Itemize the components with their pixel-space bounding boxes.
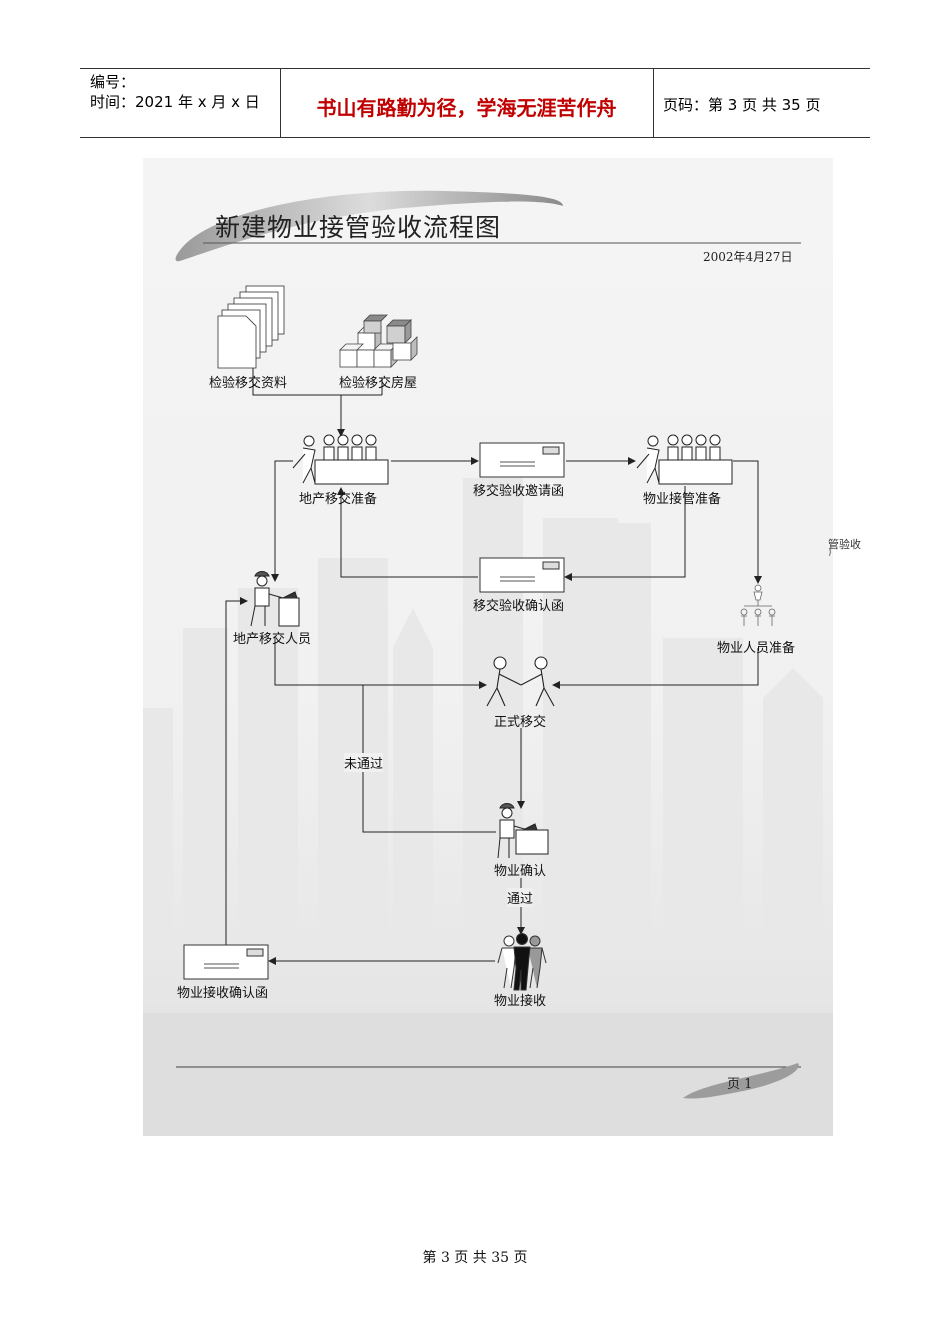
clipped-side-text-2: ) (828, 548, 832, 558)
node-label-property-confirm: 物业确认 (494, 864, 547, 879)
motto: 书山有路勤为径，学海无涯苦作舟 (316, 96, 617, 120)
documents-icon (217, 285, 285, 369)
node-label-formal-handover: 正式移交 (494, 715, 547, 730)
footer-swoosh (683, 1063, 799, 1099)
handshake-icon (486, 656, 555, 707)
page-footer: 第 3 页 共 35 页 (422, 1250, 528, 1266)
edge-propprep-to-confirmletter (564, 486, 686, 581)
node-label-invite-letter: 移交验收邀请函 (473, 484, 565, 499)
node-label-confirm-letter: 移交验收确认函 (473, 599, 565, 614)
time-label: 时间：2021 年 x 月 x 日 (90, 93, 260, 111)
serial-label: 编号： (90, 73, 136, 91)
page-header: 编号： 时间：2021 年 x 月 x 日 书山有路勤为径，学海无涯苦作舟 页码… (80, 68, 870, 138)
clipped-side-text: 管验收 (828, 538, 861, 551)
envelope-icon-confirm (479, 557, 565, 593)
skyline-background (143, 478, 823, 948)
figure-page-marker: 页 1 (727, 1077, 753, 1092)
edge-propstaff-to-handover (552, 648, 759, 689)
header-meta-cell: 编号： 时间：2021 年 x 月 x 日 (80, 69, 281, 137)
meeting-group-icon-right (636, 434, 733, 485)
footer-band (143, 1013, 833, 1136)
node-label-developer-staff: 地产移交人员 (233, 632, 312, 647)
flowchart-title: 新建物业接管验收流程图 (215, 213, 502, 242)
edge-staff-to-handover (274, 636, 487, 689)
header-page-cell: 页码：第 3 页 共 35 页 (653, 69, 870, 137)
edge-label-passed: 通过 (507, 888, 534, 907)
org-chart-icon (740, 584, 776, 626)
edge-confirmletter-to-devprep (337, 487, 478, 578)
header-motto-cell: 书山有路勤为径，学海无涯苦作舟 (280, 69, 654, 137)
edge-label-not-passed: 未通过 (344, 753, 384, 772)
node-label-property-staff: 物业人员准备 (717, 641, 796, 656)
edge-devprep-to-staff (271, 460, 293, 582)
meeting-group-icon-left (292, 434, 389, 485)
envelope-icon-invite (479, 442, 565, 478)
node-label-property-prep: 物业接管准备 (643, 492, 722, 507)
node-label-inspect-house: 检验移交房屋 (339, 376, 418, 391)
flowchart-canvas (143, 158, 833, 1136)
people-group-icon (497, 933, 547, 991)
envelope-icon-receive (183, 944, 269, 980)
node-label-property-receive: 物业接收 (494, 994, 547, 1009)
edge-docs-to-merge (252, 368, 382, 396)
desk-worker-icon-developer (250, 571, 300, 627)
flowchart-figure: 新建物业接管验收流程图 2002年4月27日 检验移交资料 检验移交房屋 地产移… (143, 158, 833, 1136)
flowchart-date: 2002年4月27日 (703, 250, 793, 264)
building-blocks-icon (339, 314, 418, 368)
edge-letter-to-staff (225, 597, 248, 945)
edge-propprep-to-propstaff (733, 460, 762, 584)
edge-notpassed-loop (362, 685, 496, 833)
node-label-developer-prep: 地产移交准备 (299, 492, 378, 507)
node-label-receive-letter: 物业接收确认函 (177, 986, 269, 1001)
title-swoosh (175, 190, 564, 262)
desk-worker-icon-property (497, 803, 549, 859)
node-label-inspect-docs: 检验移交资料 (209, 376, 288, 391)
page-indicator: 页码：第 3 页 共 35 页 (663, 96, 821, 114)
